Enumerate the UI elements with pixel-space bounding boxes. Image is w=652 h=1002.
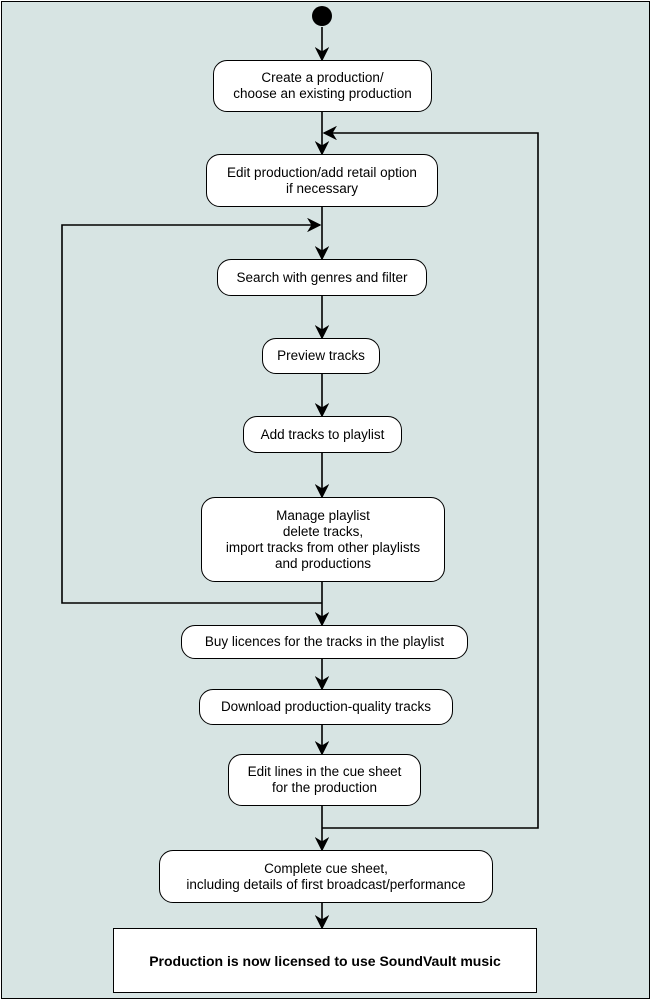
node-create-production: Create a production/ choose an existing … <box>213 60 432 112</box>
node-download-tracks: Download production-quality tracks <box>199 689 453 725</box>
loop-back-to-search <box>61 217 322 604</box>
node-buy-licences: Buy licences for the tracks in the playl… <box>181 625 468 659</box>
loop-back-to-edit <box>322 125 539 829</box>
node-search-genres: Search with genres and filter <box>217 259 427 296</box>
node-edit-production: Edit production/add retail option if nec… <box>206 154 438 207</box>
node-preview-tracks: Preview tracks <box>262 338 380 374</box>
node-edit-cue-sheet: Edit lines in the cue sheet for the prod… <box>228 754 421 806</box>
node-complete-cue-sheet: Complete cue sheet, including details of… <box>159 850 493 903</box>
start-node <box>312 6 332 26</box>
node-licensed-final: Production is now licensed to use SoundV… <box>113 928 537 993</box>
node-add-to-playlist: Add tracks to playlist <box>243 416 402 453</box>
node-manage-playlist: Manage playlist delete tracks, import tr… <box>201 497 445 582</box>
